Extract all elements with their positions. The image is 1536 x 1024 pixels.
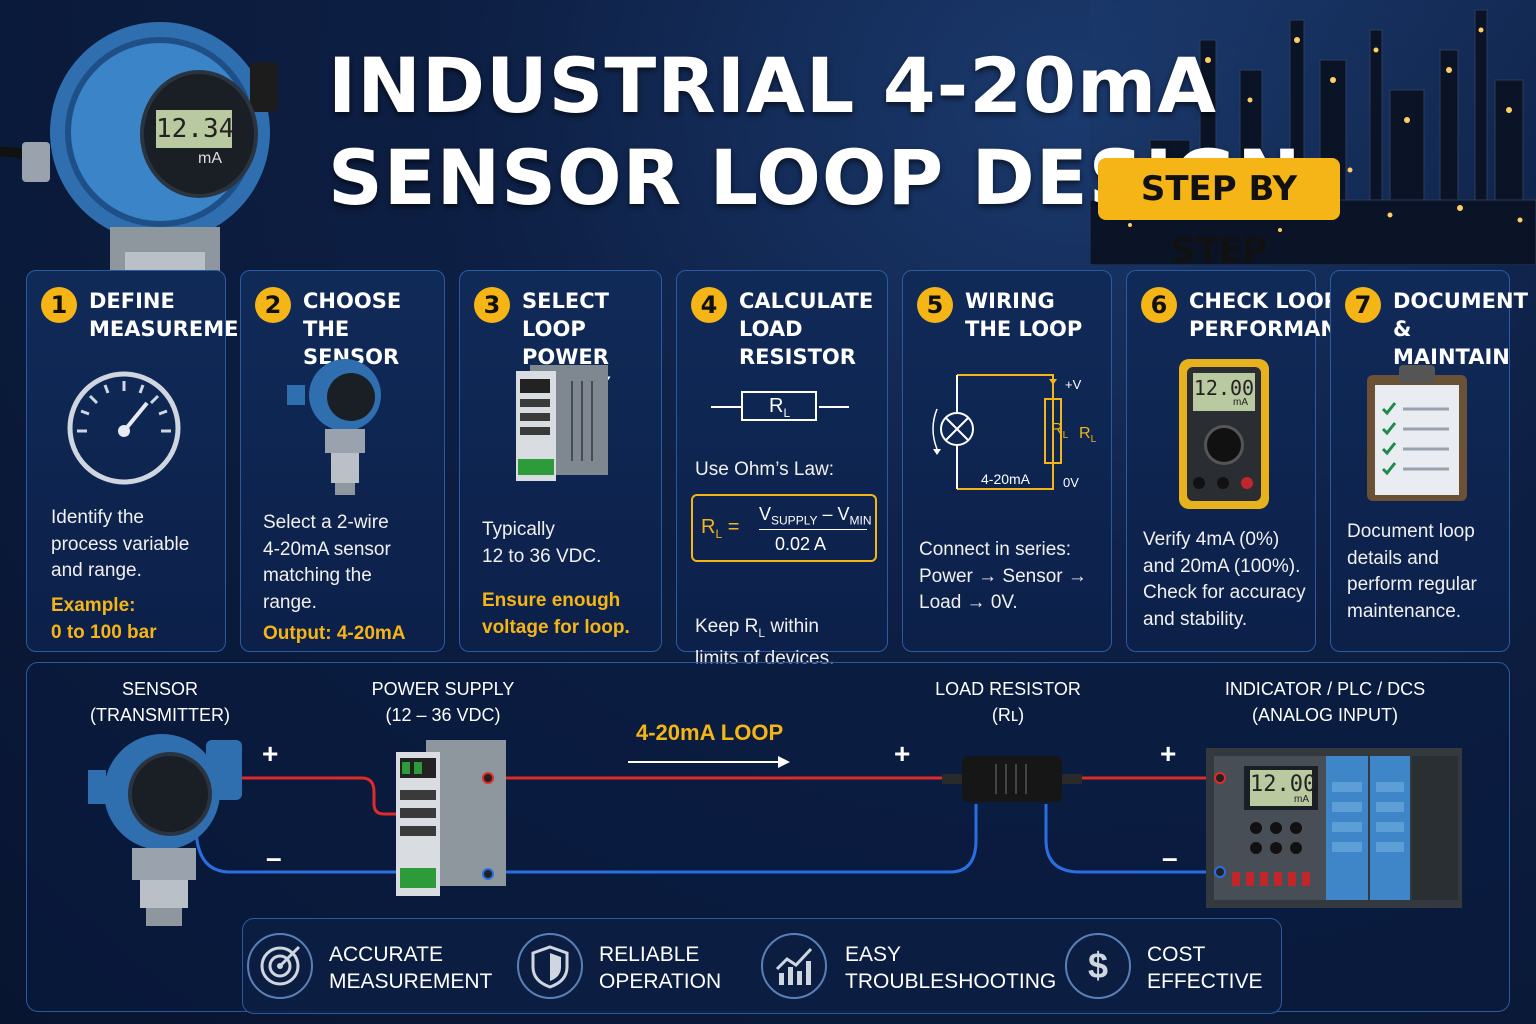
multimeter-dial xyxy=(1204,425,1244,465)
formula-v1: V xyxy=(759,504,772,524)
step-body: Typically 12 to 36 VDC. xyxy=(482,519,602,567)
step-number: 1 xyxy=(41,287,77,323)
loop-label: 4-20mA LOOP xyxy=(636,720,784,745)
body-part-a: Keep R xyxy=(695,615,759,637)
plc-display-unit: mA xyxy=(1294,794,1309,805)
resistor-subscript: L xyxy=(783,406,791,420)
step-highlight: Output: 4-20mA xyxy=(263,623,406,644)
step-title: WIRING THE LOOP xyxy=(965,289,1083,341)
step-body: Connect in series: Power → Sensor → Load… xyxy=(919,539,1087,613)
step-body: Identify the process variable and range. xyxy=(51,507,190,581)
benefits-bar: ACCURATE MEASUREMENT RELIABLE OPERATION … xyxy=(242,918,1282,1014)
plc-display: 12.00 xyxy=(1250,772,1317,797)
power-supply-label: POWER SUPPLY (12 – 36 VDC) xyxy=(371,679,515,725)
formula-s1: SUPPLY xyxy=(771,513,818,528)
resistor-symbol: RL xyxy=(711,387,849,427)
benefit-label: ACCURATE MEASUREMENT xyxy=(329,943,493,993)
wiring-schematic xyxy=(923,365,1103,510)
v-zero-label: 0V xyxy=(1063,475,1079,490)
diagram-sensor-image xyxy=(86,730,246,935)
shield-icon xyxy=(517,933,583,999)
r-label-2: RL xyxy=(1079,425,1096,445)
step-number: 4 xyxy=(691,287,727,323)
step-by-step-badge: STEP BY STEP xyxy=(1098,158,1340,271)
step-highlight: Example: 0 to 100 bar xyxy=(51,595,157,643)
multimeter-display: 12.00 xyxy=(1193,376,1255,400)
transmitter-unit: mA xyxy=(198,150,222,167)
step-highlight: Ensure enough voltage for loop. xyxy=(482,590,630,638)
sensor-image xyxy=(283,357,403,502)
gauge-icon xyxy=(65,369,183,492)
target-icon xyxy=(247,933,313,999)
formula-v2: V xyxy=(837,504,850,524)
step-number: 6 xyxy=(1141,287,1177,323)
step-card-7: 7 DOCUMENT & MAINTAIN Document loop deta… xyxy=(1330,270,1528,652)
step-card-4: 4 CALCULATE LOAD RESISTOR RL Use Ohm’s L… xyxy=(676,270,888,669)
diagram-plc-image xyxy=(1206,742,1462,917)
diagram-load-resistor-image xyxy=(942,752,1082,813)
formula-denominator: 0.02 A xyxy=(775,534,827,554)
multimeter-image: 12.00 mA xyxy=(1179,359,1269,509)
body-subscript: L xyxy=(758,625,766,640)
v-plus-label: +V xyxy=(1065,377,1082,392)
step-number: 2 xyxy=(255,287,291,323)
benefit-label: EASY TROUBLESHOOTING xyxy=(845,943,1057,993)
step-number: 5 xyxy=(917,287,953,323)
formula-s2: MIN xyxy=(849,513,872,528)
plc-plus-sign: + xyxy=(1160,738,1177,769)
diagram-power-supply-image xyxy=(390,738,510,903)
benefit-label: RELIABLE OPERATION xyxy=(599,943,722,993)
formula-box: RL = VSUPPLY – VMIN 0.02 A xyxy=(691,494,877,562)
clipboard-icon xyxy=(1365,363,1469,508)
indicator-label: INDICATOR / PLC / DCS (ANALOG INPUT) xyxy=(1224,679,1426,725)
sensor-minus-sign: – xyxy=(266,842,282,873)
step-body: Select a 2-wire 4-20mA sensor matching t… xyxy=(263,512,391,613)
formula-lhs: R xyxy=(701,516,716,538)
benefit-label: COST EFFECTIVE xyxy=(1147,943,1263,993)
load-resistor-label: LOAD RESISTOR (Rʟ) xyxy=(935,679,1081,725)
plc-minus-sign: – xyxy=(1162,842,1178,873)
step-number: 3 xyxy=(474,287,510,323)
load-plus-sign: + xyxy=(894,738,911,769)
formula-minus: – xyxy=(817,504,838,524)
step-card-1: 1 DEFINE MEASUREMENT Identify the proces… xyxy=(26,270,270,652)
power-supply-image xyxy=(512,361,612,496)
step-body: Verify 4mA (0%) and 20mA (100%). Check f… xyxy=(1143,529,1306,630)
transmitter-display: 12.34 xyxy=(156,110,234,148)
resistor-label: R xyxy=(769,395,784,417)
step-card-5: 5 WIRING THE LOOP +V 0V RL RL 4-20mA Con… xyxy=(902,270,1112,652)
current-label: 4-20mA xyxy=(981,471,1031,487)
r-label-1: RL xyxy=(1051,421,1068,441)
sensor-label: SENSOR (TRANSMITTER) xyxy=(90,679,230,725)
step-number: 7 xyxy=(1345,287,1381,323)
formula-lhs-sub: L xyxy=(715,527,723,541)
step-card-3: 3 SELECT LOOP POWER SUPPLY Typically 12 … xyxy=(459,270,662,652)
step-card-2: 2 CHOOSE THE SENSOR Select a 2-wire 4-20… xyxy=(240,270,445,652)
multimeter-unit: mA xyxy=(1233,397,1248,408)
step-body: Document loop details and perform regula… xyxy=(1347,521,1477,622)
ohms-law-label: Use Ohm’s Law: xyxy=(695,459,835,480)
trend-chart-icon xyxy=(761,933,827,999)
step-card-6: 6 CHECK LOOP PERFORMANCE 12.00 mA Verify… xyxy=(1126,270,1368,652)
dollar-icon: $ xyxy=(1065,933,1131,999)
title-line-1: INDUSTRIAL 4-20mA xyxy=(328,41,1217,130)
r-sub: L xyxy=(1062,430,1069,442)
r-text: R xyxy=(1079,425,1091,442)
step-title: CALCULATE LOAD RESISTOR xyxy=(739,289,874,369)
r-text: R xyxy=(1051,421,1063,438)
sensor-plus-sign: + xyxy=(262,738,279,769)
r-sub: L xyxy=(1090,434,1097,446)
